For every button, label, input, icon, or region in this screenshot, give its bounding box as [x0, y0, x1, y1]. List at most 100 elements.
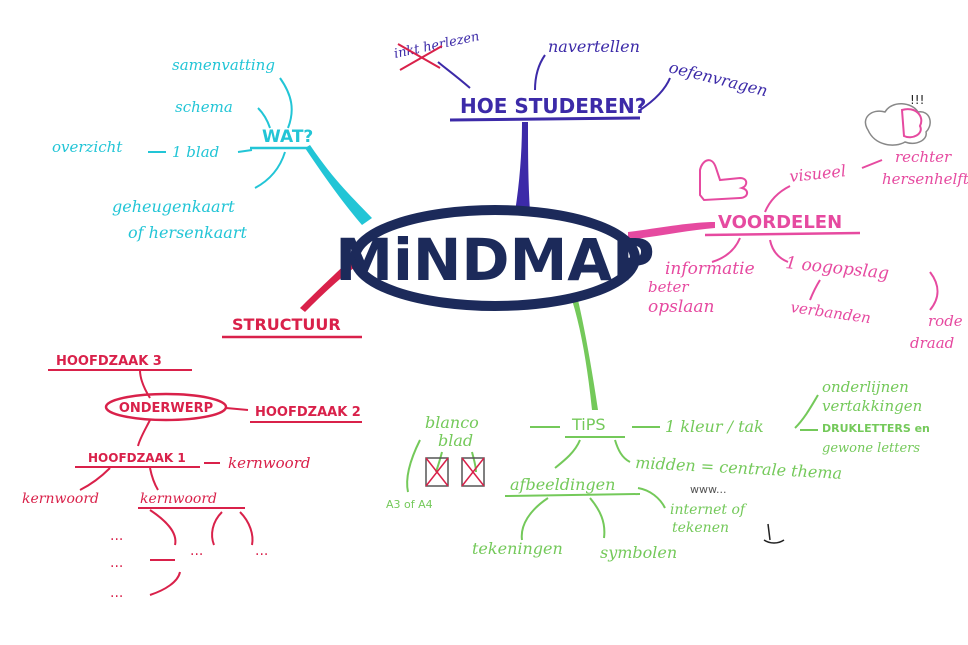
tips-link-images [554, 439, 581, 469]
advantages-item-store: opslaan [648, 297, 715, 317]
branch-structure [300, 258, 358, 312]
how-to-study-title: HOE STUDEREN? [460, 94, 646, 118]
advantages-item-connections: verbanden [789, 298, 872, 327]
how-to-study-item-retell: navertellen [548, 37, 640, 56]
tips-item-draw: tekenen [672, 520, 729, 536]
topic-label: ONDERWERP [119, 401, 213, 416]
sub-branch-1 [149, 509, 177, 546]
tips-item-blank: blanco [425, 413, 479, 432]
what-item-one-sheet: 1 blad [172, 143, 219, 161]
main-point-3: HOOFDZAAK 3 [56, 354, 162, 369]
brain-highlight-icon [900, 108, 923, 139]
link-topic-main-3 [139, 369, 151, 399]
keyword-right: kernwoord [228, 454, 310, 472]
center-oval [350, 205, 640, 311]
sheet-landscape-icon [425, 457, 449, 487]
what-link-memory-map [254, 151, 286, 189]
tips-item-images: afbeeldingen [510, 475, 615, 494]
strike-line-1 [397, 43, 441, 69]
what-item-summary: samenvatting [172, 56, 275, 74]
what-link-schema [257, 107, 271, 129]
sub-branch-3 [149, 571, 181, 596]
tips-item-one-color: 1 kleur / tak [665, 417, 764, 436]
tips-link-a3 [406, 439, 421, 493]
sub-branch-5 [239, 511, 254, 546]
advantages-link-information [711, 237, 741, 263]
what-item-schema: schema [175, 98, 233, 116]
how-to-study-struck: inkt herlezen [393, 29, 481, 62]
tips-item-capitals: DRUKLETTERS en [822, 422, 930, 435]
keyword-left: kernwoord [22, 491, 99, 507]
tips-item-www: www... [690, 483, 726, 496]
tips-item-normal-letters: gewone letters [822, 441, 920, 456]
how-to-study-link-practice [639, 77, 671, 111]
advantages-title: VOORDELEN [718, 212, 842, 233]
sheet-portrait-icon [461, 457, 485, 487]
what-link-one-sheet [237, 149, 253, 153]
sheet-portrait-cross-2 [461, 457, 485, 487]
tips-item-symbols: symbolen [600, 543, 677, 562]
advantages-item-visual: visueel [788, 161, 846, 186]
tips-link-sub [794, 394, 819, 429]
brain-marks: !!! [910, 93, 924, 107]
advantages-link-visual [764, 185, 791, 213]
sub-branch-4 [211, 511, 223, 546]
ellipsis-5: ... [255, 543, 268, 559]
brain-icon [864, 103, 931, 146]
tips-item-underline: onderlijnen [822, 378, 909, 396]
link-topic-main-2 [225, 407, 249, 411]
tips-link-middle [614, 439, 631, 463]
advantages-item-better: beter [648, 278, 689, 296]
tips-item-sheet: blad [438, 431, 473, 450]
how-to-study-underline [449, 116, 641, 122]
link-topic-main-1 [137, 419, 151, 447]
topic-oval [104, 392, 228, 422]
main-point-1: HOOFDZAAK 1 [88, 451, 186, 465]
tips-item-internet: internet of [670, 502, 748, 518]
tips-item-drawings: tekeningen [472, 539, 563, 558]
advantages-item-thread: draad [910, 334, 954, 352]
tips-images-underline [504, 493, 641, 497]
advantages-item-glance: 1 oogopslag [784, 253, 890, 284]
tips-item-center-theme: midden = centrale thema [635, 453, 843, 483]
advantages-link-connections [809, 279, 821, 301]
ellipsis-3: ... [110, 585, 123, 601]
sheet-landscape-cross-2 [425, 457, 449, 487]
pencil-icon [763, 523, 785, 544]
ellipsis-4: ... [190, 543, 203, 559]
tips-item-branches: vertakkingen [822, 397, 922, 415]
ellipsis-1: ... [110, 528, 123, 544]
advantages-underline [704, 231, 861, 237]
what-title: WAT? [262, 127, 313, 147]
what-item-overview: overzicht [52, 138, 123, 156]
strike-line-2 [399, 45, 443, 71]
tips-link-symbols [589, 497, 606, 539]
advantages-link-right-brain [861, 159, 883, 169]
link-keyword-left [79, 467, 111, 491]
advantages-link-glance [769, 239, 789, 263]
thumbs-up-icon [699, 159, 748, 202]
branch-advantages [628, 222, 715, 240]
tips-link-internet [637, 487, 666, 509]
advantages-item-information: informatie [665, 259, 755, 279]
ellipsis-2: ... [110, 555, 123, 571]
how-to-study-link-struck [437, 61, 471, 89]
advantages-item-right: rechter [895, 148, 952, 166]
advantages-item-red: rode [928, 312, 963, 330]
tips-link-a4b [471, 451, 477, 473]
how-to-study-item-practice: oefenvragen [667, 57, 770, 100]
what-item-brain-map: of hersenkaart [128, 223, 247, 242]
main-point-2: HOOFDZAAK 2 [255, 405, 361, 420]
link-keyword-middle [149, 467, 159, 491]
tips-link-drawings [520, 497, 549, 541]
structure-title: STRUCTUUR [232, 315, 341, 334]
keyword-middle: kernwoord [140, 491, 217, 507]
how-to-study-link-retell [534, 54, 546, 91]
advantages-item-hemisphere: hersenhelft [882, 170, 968, 188]
branch-how-to-study [515, 122, 530, 212]
branch-tips [572, 300, 598, 410]
what-link-summary [279, 77, 293, 129]
tips-item-a3-a4: A3 of A4 [386, 498, 433, 511]
